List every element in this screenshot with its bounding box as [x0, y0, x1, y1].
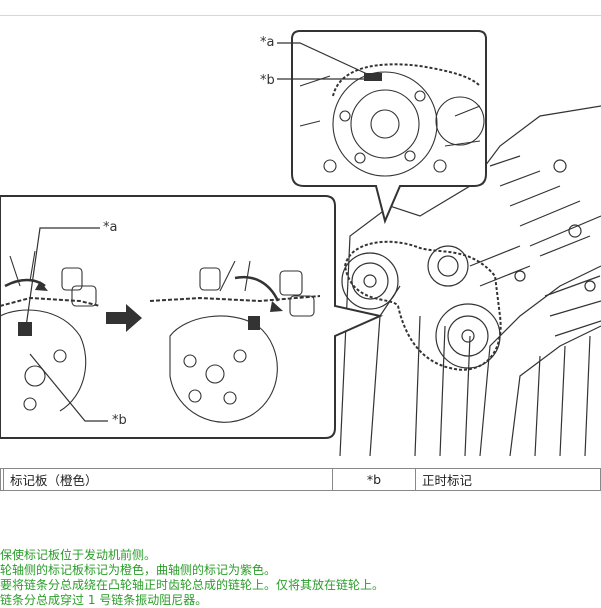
callout-left-a: *a — [103, 220, 118, 235]
note-item: 保使标记板位于发动机前侧。 — [0, 548, 157, 562]
legend-key-b: *b — [332, 468, 416, 491]
notes-list: 保使标记板位于发动机前侧。 轮轴侧的标记板标记为橙色，曲轴侧的标记为紫色。 要将… — [0, 548, 601, 608]
note-item: 轮轴侧的标记板标记为橙色，曲轴侧的标记为紫色。 — [0, 563, 277, 577]
engine-line-drawing — [0, 30, 601, 457]
note-item: 链条分总成穿过 1 号链条振动阻尼器。 — [0, 593, 208, 607]
legend-desc-b: 正时标记 — [415, 468, 601, 491]
callout-top-a: *a — [260, 35, 275, 50]
note-item: 要将链条分总成绕在凸轮轴正时齿轮总成的链轮上。仅将其放在链轮上。 — [0, 578, 385, 592]
callout-top-b: *b — [260, 73, 275, 88]
legend-desc-a: 标记板（橙色） — [3, 468, 333, 491]
legend-row: 标记板（橙色） *b 正时标记 — [0, 468, 601, 491]
legend-table: 标记板（橙色） *b 正时标记 — [0, 468, 601, 491]
engine-timing-chain-illustration: *a *b *a *b — [0, 16, 601, 464]
callout-left-b: *b — [112, 413, 127, 428]
top-rule — [0, 15, 601, 16]
